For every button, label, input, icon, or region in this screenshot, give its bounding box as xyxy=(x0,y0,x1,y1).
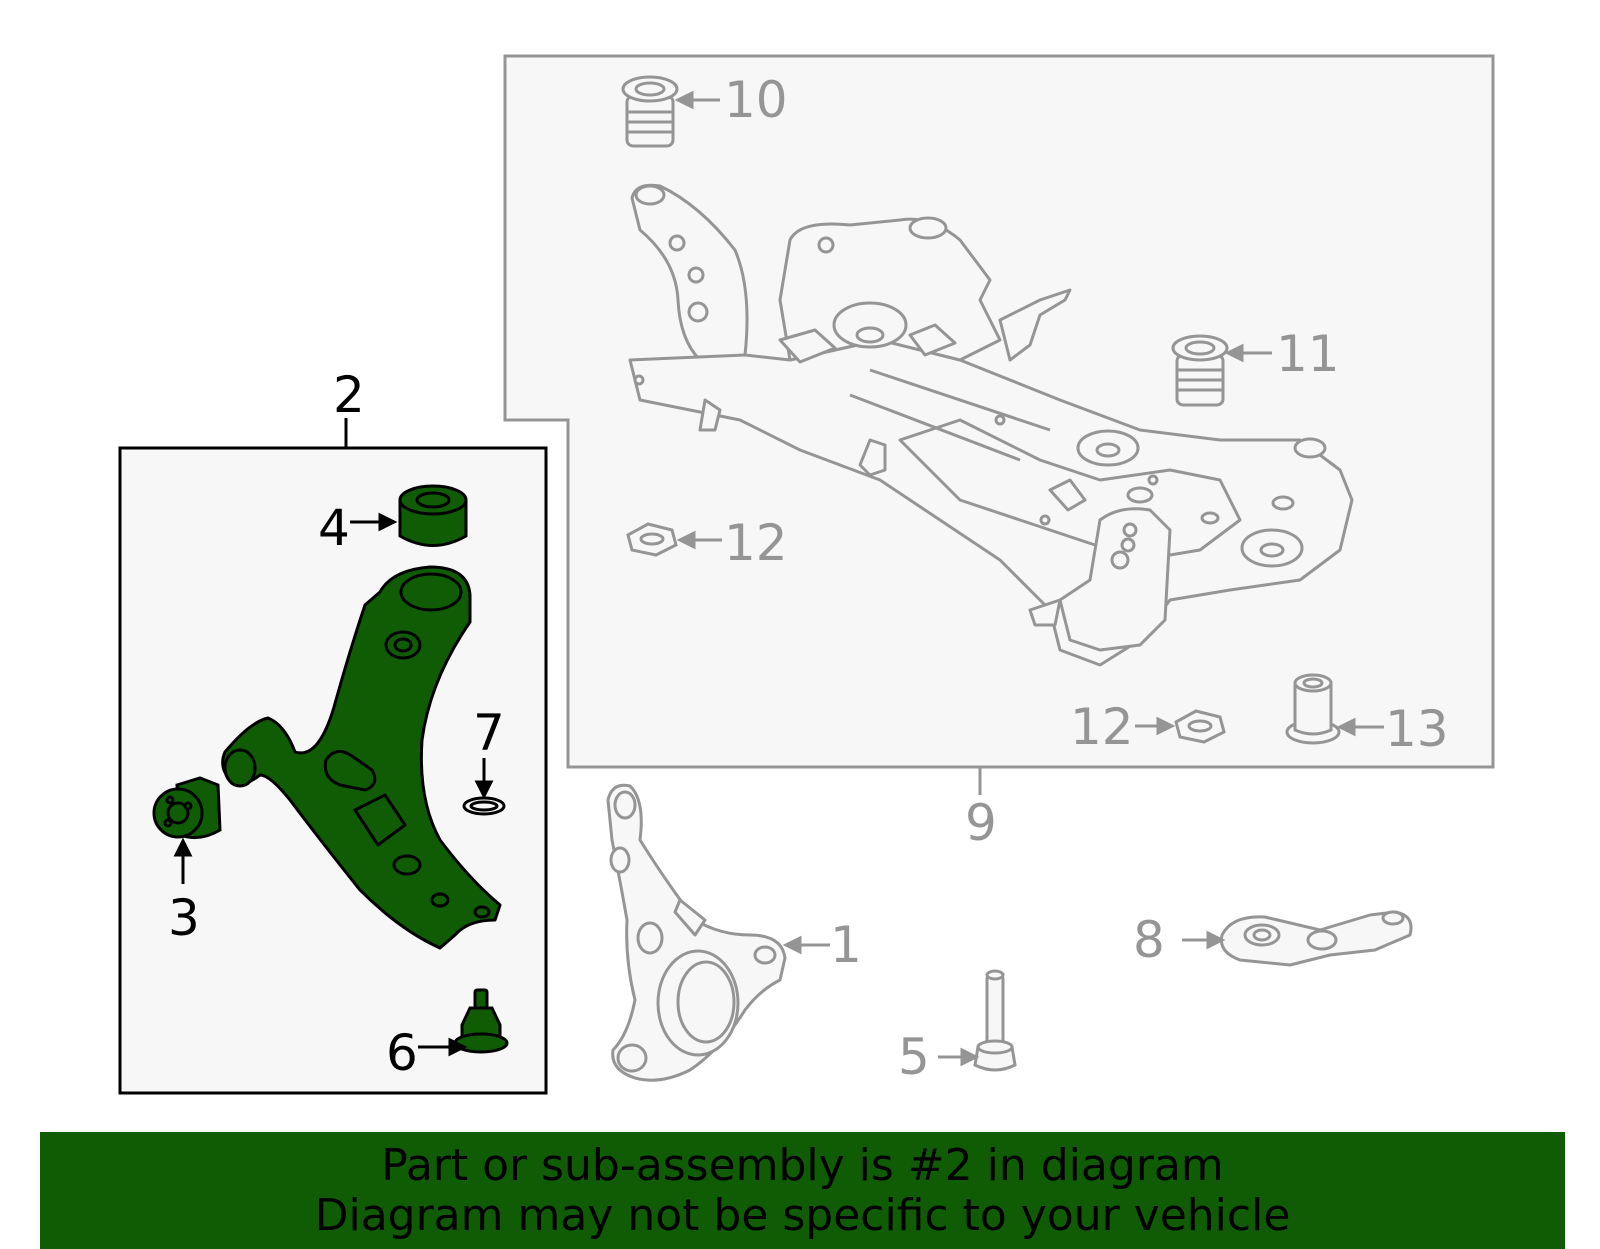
banner-line-2: Diagram may not be specific to your vehi… xyxy=(314,1189,1291,1241)
callout-12-right-arrow xyxy=(1135,716,1176,736)
info-banner-background xyxy=(40,1132,1565,1249)
callout-5-label: 5 xyxy=(898,1028,930,1086)
callout-3-label: 3 xyxy=(168,889,200,947)
bushing-3-drawing xyxy=(152,776,222,840)
callout-11-arrow xyxy=(1224,343,1272,363)
callout-11-label: 11 xyxy=(1276,325,1340,383)
control-arm-2-drawing xyxy=(221,565,502,950)
banner-line-1: Part or sub-assembly is #2 in diagram xyxy=(381,1139,1224,1191)
washer-12-right-drawing xyxy=(1174,709,1226,744)
bushing-11-drawing xyxy=(1171,334,1229,407)
callout-12-right-label: 12 xyxy=(1070,698,1134,756)
callout-13-label: 13 xyxy=(1385,700,1449,758)
callout-3-arrow xyxy=(173,837,193,884)
callout-10-arrow xyxy=(674,90,720,110)
callout-4-label: 4 xyxy=(318,499,350,557)
callout-8-label: 8 xyxy=(1133,911,1165,969)
callout-5-arrow xyxy=(938,1047,980,1067)
callout-2-label: 2 xyxy=(333,366,365,424)
callout-6-arrow xyxy=(418,1037,468,1057)
callout-7-label: 7 xyxy=(473,704,505,762)
washer-12-left-drawing xyxy=(626,522,678,557)
callout-9-label: 9 xyxy=(965,794,997,852)
bushing-13-drawing xyxy=(1285,673,1341,745)
bracket-8-drawing xyxy=(1219,910,1413,967)
knuckle-1-drawing xyxy=(606,783,787,1082)
callout-1-label: 1 xyxy=(830,916,862,974)
callout-10-label: 10 xyxy=(724,71,788,129)
callout-7-arrow xyxy=(474,758,494,800)
ball-joint-6-drawing xyxy=(453,988,509,1054)
callout-8-arrow xyxy=(1182,930,1226,950)
bushing-10-drawing xyxy=(621,75,679,148)
info-banner: Part or sub-assembly is #2 in diagram Di… xyxy=(40,1132,1565,1249)
callout-4-arrow xyxy=(350,512,398,532)
bushing-4-drawing xyxy=(398,484,468,547)
callout-12-left-arrow xyxy=(676,530,722,550)
callout-1-arrow xyxy=(782,935,830,955)
bolt-5-drawing xyxy=(973,969,1017,1072)
subframe-9-drawing xyxy=(628,183,1354,667)
callout-12-left-label: 12 xyxy=(724,514,788,572)
callout-13-arrow xyxy=(1336,717,1384,737)
callout-6-label: 6 xyxy=(386,1024,418,1082)
